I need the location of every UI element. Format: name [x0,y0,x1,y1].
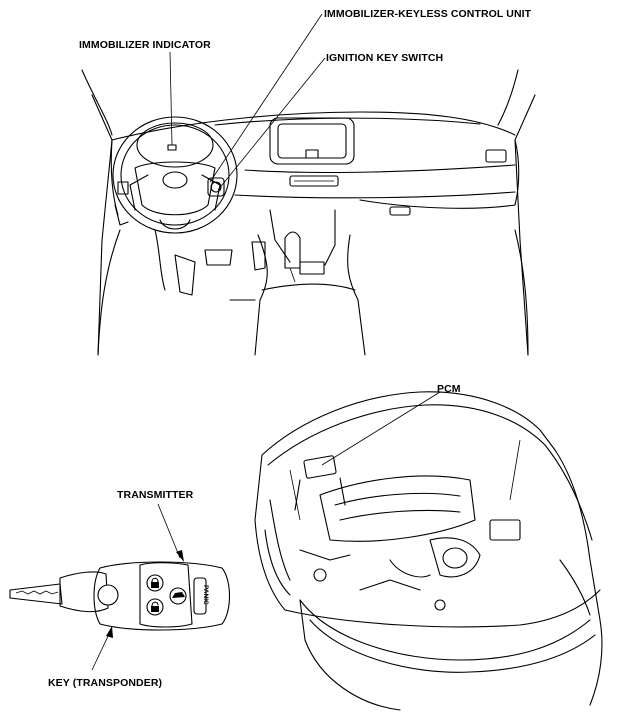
label-transmitter: TRANSMITTER [117,489,194,501]
lock-icon [151,582,159,588]
key-ring-hole [97,584,119,606]
trunk-icon [172,592,185,598]
unlock-icon [151,606,159,612]
panic-label: PANIC [202,585,209,605]
panic-button[interactable] [193,577,207,615]
label-immobilizer-keyless-control-unit: IMMOBILIZER-KEYLESS CONTROL UNIT [324,8,532,20]
label-key-transponder: KEY (TRANSPONDER) [48,677,163,689]
label-ignition-key-switch: IGNITION KEY SWITCH [326,52,444,64]
label-immobilizer-indicator: IMMOBILIZER INDICATOR [79,39,211,51]
